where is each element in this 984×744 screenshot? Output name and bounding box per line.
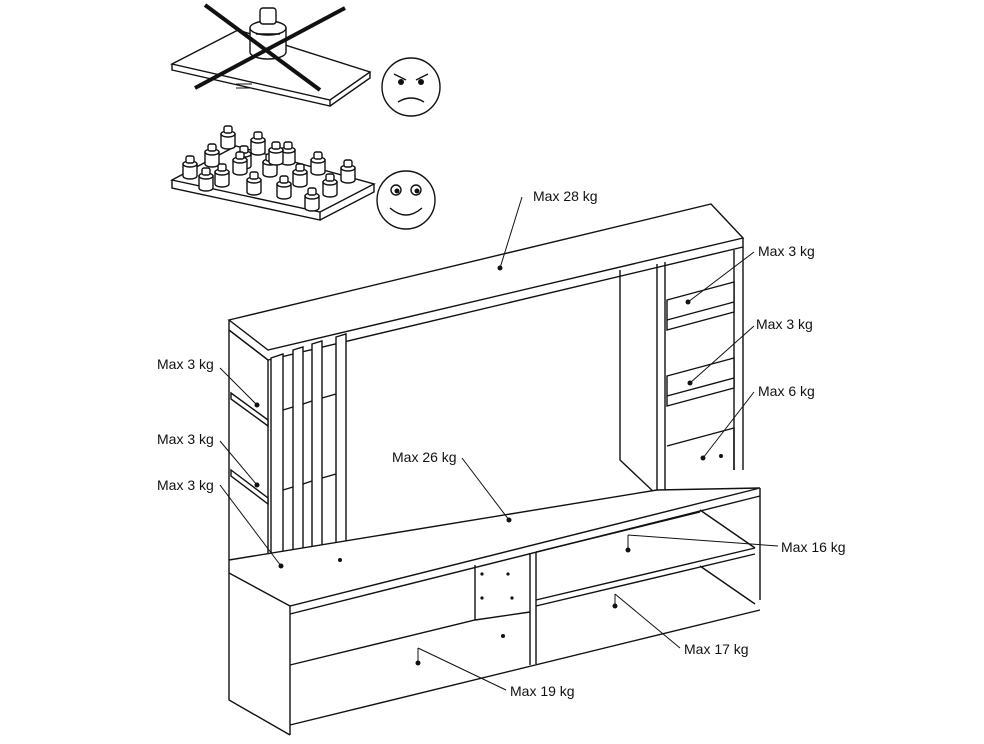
angry-face-icon <box>381 57 441 117</box>
label-left-shelf-1: Max 3 kg <box>157 356 214 372</box>
label-drawer-upper-right: Max 16 kg <box>781 539 846 555</box>
label-bottom-left: Max 19 kg <box>510 683 575 699</box>
weight-icon <box>310 151 326 176</box>
weight-icon <box>322 173 338 198</box>
weight-icon <box>232 151 248 176</box>
weight-icon <box>276 175 292 200</box>
weight-icon <box>198 167 214 192</box>
weight-icon <box>340 159 356 184</box>
label-center-shelf: Max 26 kg <box>392 449 457 465</box>
weight-icon <box>246 171 262 196</box>
label-drawer-lower-right: Max 17 kg <box>684 641 749 657</box>
tv-unit-drawing <box>227 203 761 736</box>
label-left-shelf-2: Max 3 kg <box>157 431 214 447</box>
label-right-shelf-3: Max 6 kg <box>758 383 815 399</box>
happy-face-icon <box>376 170 436 230</box>
weight-icon <box>204 143 220 168</box>
leader-lines <box>219 196 779 691</box>
label-top-max-28kg: Max 28 kg <box>533 188 598 204</box>
label-right-shelf-1: Max 3 kg <box>758 243 815 259</box>
weight-icon <box>214 163 230 188</box>
distributed-weights-icon <box>169 125 376 221</box>
label-right-shelf-2: Max 3 kg <box>756 316 813 332</box>
weight-icon <box>292 163 308 188</box>
label-left-shelf-3: Max 3 kg <box>157 477 214 493</box>
crossed-out-weight-icon <box>169 3 372 107</box>
weight-icon <box>250 131 266 156</box>
weight-icon <box>304 187 320 212</box>
weight-icon <box>182 155 198 180</box>
weight-icon <box>268 141 284 166</box>
weight-icon <box>220 125 236 150</box>
